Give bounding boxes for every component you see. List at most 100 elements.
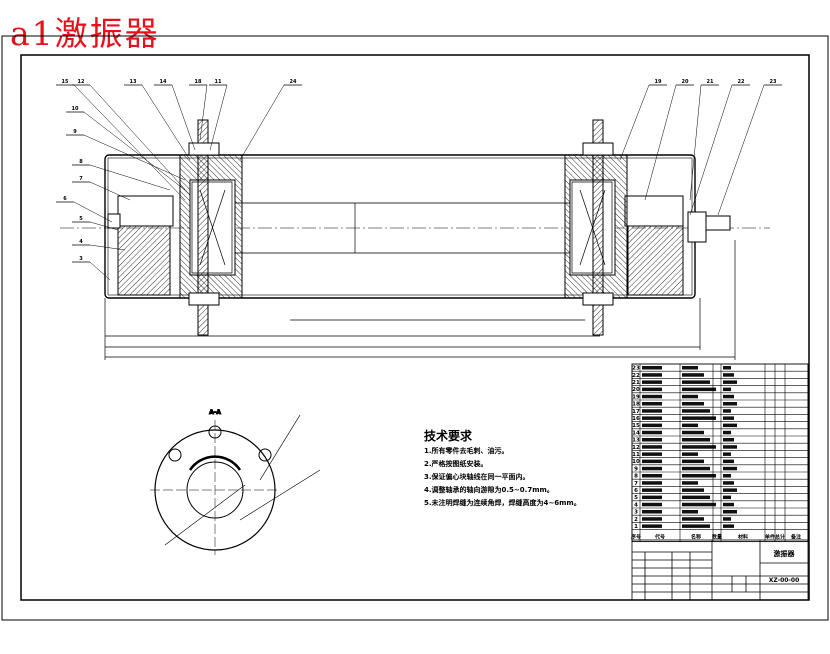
- parts-list-header: 代号: [654, 534, 665, 541]
- row-number: 6: [634, 488, 638, 494]
- parts-list-row: 12: [632, 445, 808, 451]
- part-balloon: 24: [239, 79, 302, 161]
- row-number: 15: [632, 423, 640, 429]
- row-number: 16: [632, 416, 640, 422]
- row-number: 3: [634, 510, 638, 516]
- balloon-label: 23: [770, 79, 777, 85]
- parts-list-row: 14: [632, 430, 808, 436]
- parts-list-row: 5: [632, 495, 808, 501]
- tech-heading: 技术要求: [424, 428, 473, 443]
- balloon-label: 4: [79, 239, 83, 245]
- balloon-label: 10: [72, 106, 79, 112]
- balloon-label: 11: [215, 79, 222, 85]
- parts-list-row: 13: [632, 438, 808, 444]
- parts-list-row: 8: [632, 474, 808, 480]
- inner-frame: [20, 54, 810, 601]
- row-number: 12: [632, 445, 640, 451]
- row-number: 17: [632, 409, 640, 415]
- row-number: 9: [634, 466, 638, 472]
- parts-list-header: 总计: [775, 534, 785, 541]
- row-number: 7: [634, 481, 638, 487]
- part-balloons: 15 12 13 14 18 11 10 9 87 6 5 4 3 19 20 21 22 23 24: [56, 79, 782, 281]
- part-balloon: 10: [66, 106, 186, 191]
- parts-list-row: 15: [632, 423, 808, 429]
- balloon-label: 9: [73, 129, 77, 135]
- right-flange: [592, 119, 604, 336]
- part-balloon: 15: [56, 79, 186, 201]
- parts-list-row: 23: [632, 366, 808, 372]
- drawing-title: a1激振器: [10, 14, 160, 53]
- parts-list-row: 2: [632, 517, 808, 523]
- balloon-label: 13: [130, 79, 137, 85]
- part-balloon: 19: [619, 79, 667, 161]
- row-number: 2: [634, 517, 638, 523]
- parts-list-row: 4: [632, 502, 808, 508]
- balloon-label: 15: [62, 79, 69, 85]
- balloon-label: 21: [707, 79, 714, 85]
- parts-list-header: 备注: [790, 534, 801, 541]
- parts-list-header: 单件: [765, 534, 775, 541]
- balloon-label: 20: [682, 79, 689, 85]
- title-block-name: 激振器: [774, 549, 796, 558]
- row-number: 14: [632, 430, 640, 436]
- parts-list-row: 7: [632, 481, 808, 487]
- row-number: 10: [632, 459, 640, 465]
- parts-list-row: 9: [632, 466, 808, 472]
- balloon-label: 3: [79, 256, 83, 262]
- row-number: 13: [632, 438, 640, 444]
- section-label: A-A: [209, 409, 221, 416]
- part-balloon: 23: [717, 79, 782, 216]
- part-balloon: 5: [72, 216, 119, 231]
- part-balloon: 7: [72, 176, 131, 201]
- parts-list-row: 17: [632, 409, 808, 415]
- parts-list-row: 20: [632, 387, 808, 393]
- parts-list-header: 数量: [712, 534, 722, 541]
- parts-list: 2322212019181716151413121110987654321序号代…: [630, 363, 809, 543]
- left-flange: [197, 119, 209, 336]
- part-balloon: 4: [72, 239, 126, 251]
- part-balloon: 11: [209, 79, 228, 151]
- row-number: 22: [632, 373, 640, 379]
- balloon-label: 19: [655, 79, 662, 85]
- balloon-label: 12: [78, 79, 85, 85]
- row-number: 20: [632, 387, 640, 393]
- part-balloon: 8: [72, 159, 171, 191]
- row-number: 8: [634, 474, 638, 480]
- balloon-label: 14: [160, 79, 167, 85]
- balloon-label: 18: [195, 79, 202, 85]
- title-block: 激振器 XZ-00-00: [631, 539, 809, 601]
- part-balloon: 22: [689, 79, 750, 216]
- part-balloon: 20: [644, 79, 694, 201]
- title-block-code: XZ-00-00: [769, 577, 800, 584]
- part-balloon: 3: [72, 256, 111, 281]
- tech-item: 5.未注明焊缝为连续角焊，焊缝高度为4~6mm。: [424, 498, 581, 507]
- part-balloon: 14: [154, 79, 196, 151]
- row-number: 11: [632, 452, 640, 458]
- part-balloon: 21: [689, 79, 719, 201]
- parts-list-header: 序号: [630, 534, 641, 541]
- tech-item: 4.调整轴承的轴向游隙为0.5~0.7mm。: [424, 485, 554, 494]
- tech-item: 1.所有零件去毛刺、油污。: [424, 446, 509, 455]
- balloon-label: 22: [738, 79, 745, 85]
- parts-list-row: 19: [632, 394, 808, 400]
- parts-list-row: 10: [632, 459, 808, 465]
- balloon-label: 24: [290, 79, 297, 85]
- balloon-label: 5: [79, 216, 83, 222]
- parts-list-row: 3: [632, 510, 808, 516]
- parts-list-row: 22: [632, 373, 808, 379]
- tech-item: 3.保证偏心块轴线在同一平面内。: [424, 472, 530, 481]
- parts-list-row: 16: [632, 416, 808, 422]
- part-balloon: 6: [56, 196, 113, 223]
- part-balloon: 12: [72, 79, 191, 196]
- tech-item: 2.严格按图纸安装。: [424, 459, 488, 468]
- row-number: 23: [632, 366, 640, 372]
- balloon-label: 7: [79, 176, 83, 182]
- parts-list-row: 21: [632, 380, 808, 386]
- parts-list-row: 18: [632, 402, 808, 408]
- tech-requirements: 技术要求 1.所有零件去毛刺、油污。 2.严格按图纸安装。 3.保证偏心块轴线在…: [424, 428, 581, 507]
- balloon-label: 6: [63, 196, 67, 202]
- row-number: 21: [632, 380, 640, 386]
- row-number: 18: [632, 402, 640, 408]
